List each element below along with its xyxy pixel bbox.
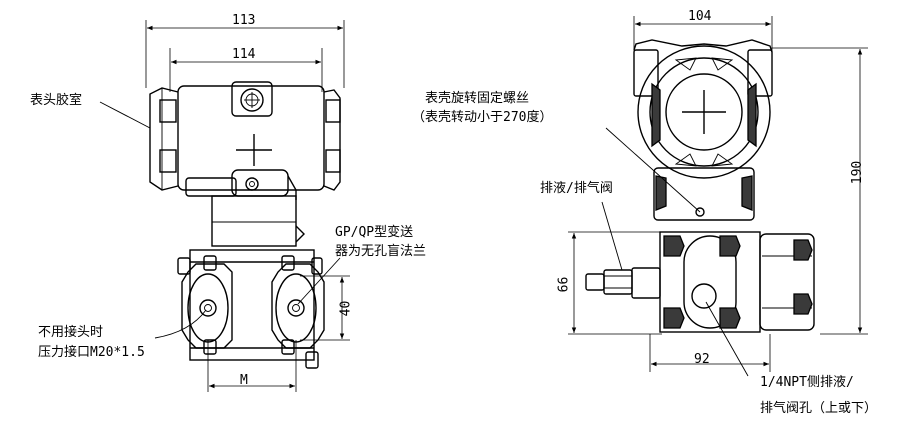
left-view: [99, 20, 350, 392]
dim-113-label: 113: [232, 13, 256, 28]
round-housing: [633, 39, 773, 221]
dim-40-label: 40: [338, 300, 354, 317]
dim-113-line: [145, 20, 345, 88]
dim-104-label: 104: [688, 9, 712, 24]
leader-npt: [705, 301, 749, 377]
dim-92-label: 92: [694, 352, 710, 367]
dim-M-label: M: [240, 373, 248, 388]
port-label-line1: 不用接头时: [38, 325, 104, 340]
flange-label-line2: 器为无孔盲法兰: [335, 244, 427, 259]
dim-114-line: [169, 48, 323, 92]
flange-body: [177, 249, 325, 369]
flange-label-line1: GP/QP型变送: [335, 225, 414, 240]
leader-flange: [297, 257, 341, 305]
leader-port: [154, 309, 207, 339]
dim-66-label: 66: [556, 276, 572, 293]
right-view: [568, 16, 868, 377]
housing-neck: [211, 195, 305, 247]
dim-104-line: [633, 16, 773, 52]
leader-screw: [605, 127, 701, 213]
housing-body: [149, 81, 341, 200]
housing-label: 表头胶室: [30, 93, 83, 108]
npt-label-line2: 排气阀孔（上或下）: [760, 401, 878, 416]
dim-190-label: 190: [850, 160, 866, 185]
npt-label-line1: 1/4NPT侧排液/: [760, 375, 854, 390]
dim-M-line: [207, 340, 297, 392]
leader-housing: [99, 101, 151, 129]
vent-label: 排液/排气阀: [540, 181, 613, 196]
flange-block: [659, 231, 815, 333]
leader-vent: [601, 201, 623, 271]
screw-label-line1: 表壳旋转固定螺丝: [425, 91, 530, 106]
screw-label-line2: （表壳转动小于270度）: [412, 110, 553, 125]
dim-66-line: [568, 231, 662, 335]
vent-valve: [585, 267, 661, 299]
port-label-line2: 压力接口M20*1.5: [38, 345, 145, 360]
dim-92-line: [649, 334, 771, 372]
dim-114-label: 114: [232, 47, 256, 62]
dim-190-line: [772, 47, 868, 335]
dim-40-line: [300, 275, 350, 341]
